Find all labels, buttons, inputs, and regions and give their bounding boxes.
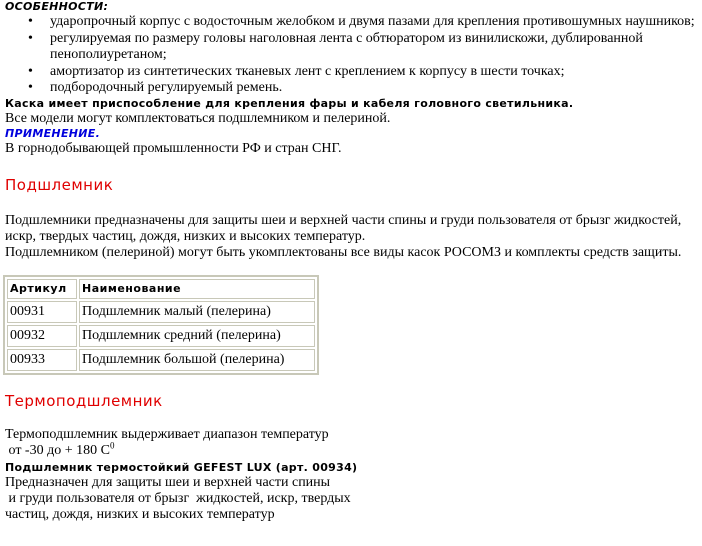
temperature-range: от -30 до + 180 С0 [5, 439, 702, 459]
cell-name: Подшлемник малый (пелерина) [79, 300, 315, 323]
degree-superscript: 0 [109, 439, 115, 450]
list-item: регулируемая по размеру головы наголовна… [0, 31, 695, 64]
cell-article: 00931 [7, 300, 77, 323]
paragraph: и груди пользователя от брызг жидкостей,… [5, 490, 351, 506]
application-title: ПРИМЕНЕНИЕ. [5, 126, 101, 140]
cell-name: Подшлемник большой (пелерина) [79, 348, 315, 371]
features-list: ударопрочный корпус с водосточным желобк… [0, 14, 695, 97]
product-bold: Подшлемник термостойкий GEFEST LUX (арт.… [5, 460, 358, 474]
list-item: подбородочный регулируемый ремень. [0, 80, 695, 97]
note-bold: Каска имеет приспособление для крепления… [5, 96, 574, 110]
paragraph: Подшлемником (пелериной) могут быть уком… [5, 244, 682, 260]
column-header: Наименование [79, 278, 315, 299]
paragraph: частиц, дождя, низких и высоких температ… [5, 506, 275, 522]
paragraph: искр, твердых частиц, дождя, низких и вы… [5, 228, 366, 244]
list-item: ударопрочный корпус с водосточным желобк… [0, 14, 695, 31]
paragraph: Термоподшлемник выдерживает диапазон тем… [5, 426, 329, 442]
page-content: ОСОБЕННОСТИ: ударопрочный корпус с водос… [0, 0, 702, 523]
features-title: ОСОБЕННОСТИ: [5, 0, 109, 13]
column-header: Артикул [7, 278, 77, 299]
list-item: амортизатор из синтетических тканевых ле… [0, 64, 695, 81]
paragraph: Подшлемники предназначены для защиты шеи… [5, 212, 682, 228]
paragraph: Предназначен для защиты шеи и верхней ча… [5, 474, 331, 490]
cell-article: 00932 [7, 324, 77, 347]
temperature-text: от -30 до + 180 С [5, 442, 110, 458]
cell-article: 00933 [7, 348, 77, 371]
application-text: В горнодобывающей промышленности РФ и ст… [5, 140, 342, 156]
section-heading-thermo: Термоподшлемник [5, 391, 163, 410]
section-heading-balaclava: Подшлемник [5, 175, 114, 194]
note: Все модели могут комплектоваться подшлем… [5, 110, 391, 126]
cell-name: Подшлемник средний (пелерина) [79, 324, 315, 347]
table-header-row: Артикул Наименование [7, 278, 315, 299]
